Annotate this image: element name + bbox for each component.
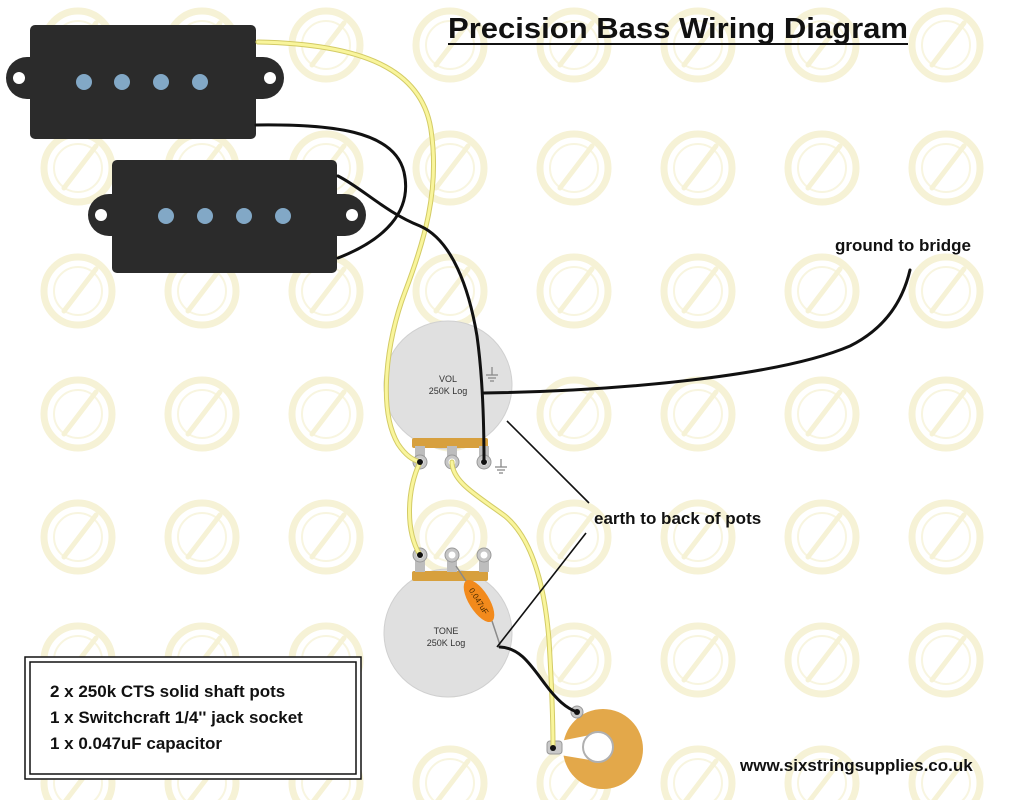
mounting-hole [95,209,107,221]
lug-tab [479,559,489,572]
pot-body [383,320,513,450]
pot-name-label: TONE [434,626,459,636]
pot-value-label: 250K Log [427,638,466,648]
pole-piece [114,74,130,90]
parts-list-outer-border [24,656,362,780]
pot-lug [476,547,492,572]
capacitor-lead [491,620,501,646]
ground-wire-pickup-to-volume [336,174,486,464]
jack-hole [582,731,614,763]
lug-hole [480,551,488,559]
ground-to-bridge-label: ground to bridge [835,236,971,255]
pot-name-label: VOL [439,374,457,384]
pickup-body [112,160,337,273]
ground-wire-tone-to-jack [498,645,579,714]
wiring [254,39,912,751]
ground-icon [495,459,507,474]
pole-piece [153,74,169,90]
parts-list-item: 1 x Switchcraft 1/4'' jack socket [50,708,303,727]
mounting-hole [346,209,358,221]
pole-piece [197,208,213,224]
hot-wire-volume-to-jack [450,460,555,750]
mounting-hole [264,72,276,84]
pole-piece [192,74,208,90]
lug-tab [415,446,425,458]
series-wire-between-coils [254,123,407,260]
solder-joint [550,745,556,751]
capacitor-body [463,579,495,623]
pot-terminal-strip [412,438,488,448]
parts-list-inner-border [29,661,357,775]
solder-joint [417,459,423,465]
hot-wire-pickup-to-volume [256,40,436,464]
parts-list-item: 1 x 0.047uF capacitor [50,734,222,753]
lug-tab [447,559,457,572]
parts-list-item: 2 x 250k CTS solid shaft pots [50,682,285,701]
parts-list-box: 2 x 250k CTS solid shaft pots 1 x Switch… [24,656,362,780]
website-url: www.sixstringsupplies.co.uk [739,756,973,775]
ground-to-bridge-wire [482,268,912,395]
pole-piece [158,208,174,224]
jack-tip-contact [560,735,590,760]
page-title: Precision Bass Wiring Diagram [448,13,908,45]
pole-piece [76,74,92,90]
earth-to-back-of-pots-label: earth to back of pots [594,509,761,528]
tone-capacitor: 0.047uF [455,565,501,646]
lug-tab [415,559,425,572]
capacitor-lead [455,565,467,582]
pot-value-label: 250K Log [429,386,468,396]
lug-hole [448,551,456,559]
earth-pointer-line-volume [506,420,590,504]
capacitor-body-group: 0.047uF [463,579,495,623]
pole-piece [236,208,252,224]
hot-wire-volume-to-tone [408,460,422,557]
ground-icon [486,367,498,382]
pickup-body [30,25,256,139]
lug-tab [447,446,457,458]
earth-pointer-line-tone [496,532,587,648]
pot-lug [444,547,460,572]
pole-piece [275,208,291,224]
pot-terminal-strip [412,571,488,581]
pickup-coil-lower [88,160,366,273]
pickup-coil-upper [6,25,284,139]
mounting-hole [13,72,25,84]
output-jack [546,705,643,789]
solder-joint [481,459,487,465]
solder-joint [417,552,423,558]
solder-joint [574,709,580,715]
